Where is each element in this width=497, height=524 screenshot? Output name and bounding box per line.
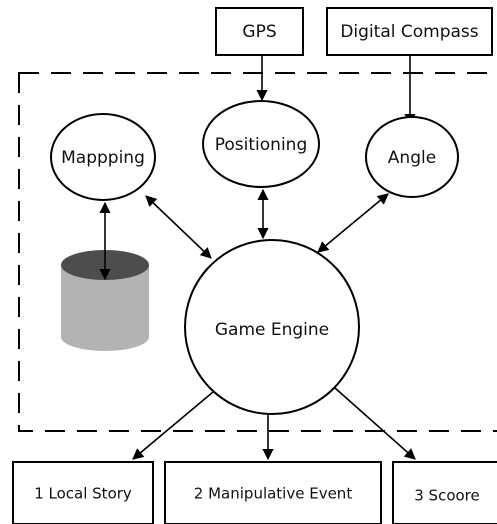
- gps-box: GPS: [215, 7, 304, 56]
- positioning-label: Positioning: [215, 135, 307, 155]
- system-boundary: [18, 72, 497, 432]
- score-box: 3 Scoore: [392, 461, 497, 524]
- manipulative-event-label: 2 Manipulative Event: [194, 485, 353, 503]
- angle-label: Angle: [388, 148, 436, 168]
- digital-compass-box: Digital Compass: [326, 7, 493, 56]
- engine-to-local-story-arrow: [132, 391, 214, 460]
- angle-engine-arrow: [317, 193, 389, 253]
- mapping-node: Mappping: [50, 113, 156, 201]
- local-story-box: 1 Local Story: [12, 461, 154, 524]
- digital-compass-label: Digital Compass: [340, 22, 478, 42]
- mapping-engine-arrow: [145, 195, 212, 259]
- engine-to-score-arrow: [334, 387, 416, 460]
- game-engine-label: Game Engine: [215, 320, 329, 340]
- mapping-label: Mappping: [61, 148, 145, 168]
- local-story-label: 1 Local Story: [34, 485, 132, 503]
- angle-node: Angle: [365, 116, 459, 198]
- game-engine-node: Game Engine: [184, 239, 360, 415]
- gps-label: GPS: [242, 22, 276, 42]
- score-label: 3 Scoore: [414, 487, 480, 505]
- manipulative-event-box: 2 Manipulative Event: [164, 461, 382, 524]
- positioning-node: Positioning: [202, 100, 320, 188]
